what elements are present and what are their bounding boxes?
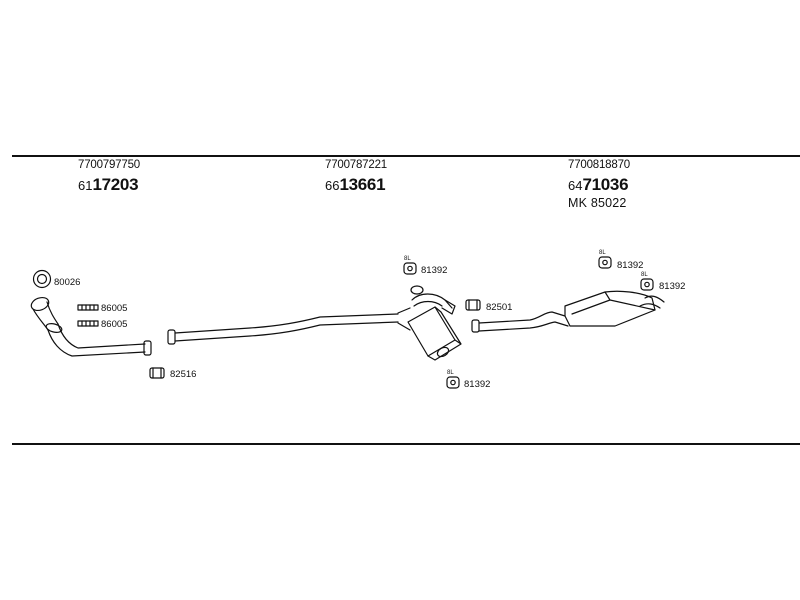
hanger-tag: 8L <box>404 256 411 262</box>
mounting-kit-number: MK 85022 <box>568 195 627 210</box>
part-number-bolt: 86005 <box>101 319 127 330</box>
oe-number: 7700797750 <box>78 159 140 171</box>
part-number-hanger: 81392 <box>464 379 490 390</box>
part-number-hanger: 81392 <box>421 265 447 276</box>
hanger-tag: 8L <box>599 250 606 256</box>
rubber-hanger-icon <box>598 256 612 269</box>
part-number-ring: 80026 <box>54 277 80 288</box>
assembly-middle-header: 7700787221 6613661 <box>325 159 387 194</box>
rubber-hanger-icon <box>446 376 460 389</box>
reference-number: 6613661 <box>325 174 386 194</box>
centre-silencer <box>397 285 462 361</box>
bolt-icon <box>77 304 99 311</box>
part-number-clamp: 82501 <box>486 302 512 313</box>
clamp-icon <box>465 299 481 311</box>
rubber-hanger-icon <box>640 278 654 291</box>
top-rule <box>12 155 800 157</box>
intermediate-pipe <box>167 313 399 345</box>
part-number-hanger: 81392 <box>617 260 643 271</box>
rubber-hanger-icon <box>403 262 417 275</box>
part-number-bolt: 86005 <box>101 303 127 314</box>
hanger-tag: 8L <box>447 370 454 376</box>
assembly-rear-header: 7700818870 6471036 MK 85022 <box>568 159 630 210</box>
oe-number: 7700787221 <box>325 159 387 171</box>
reference-number: 6117203 <box>78 174 139 194</box>
hanger-tag: 8L <box>641 272 648 278</box>
oe-number: 7700818870 <box>568 159 630 171</box>
part-number-clamp: 82516 <box>170 369 196 380</box>
clamp-icon <box>149 367 165 379</box>
sealing-ring-icon <box>32 269 52 289</box>
bottom-rule <box>12 443 800 445</box>
front-pipe <box>30 296 152 357</box>
bolt-icon <box>77 320 99 327</box>
reference-number: 6471036 <box>568 174 629 194</box>
rear-silencer <box>471 290 665 333</box>
assembly-front-header: 7700797750 6117203 <box>78 159 140 194</box>
part-number-hanger: 81392 <box>659 281 685 292</box>
